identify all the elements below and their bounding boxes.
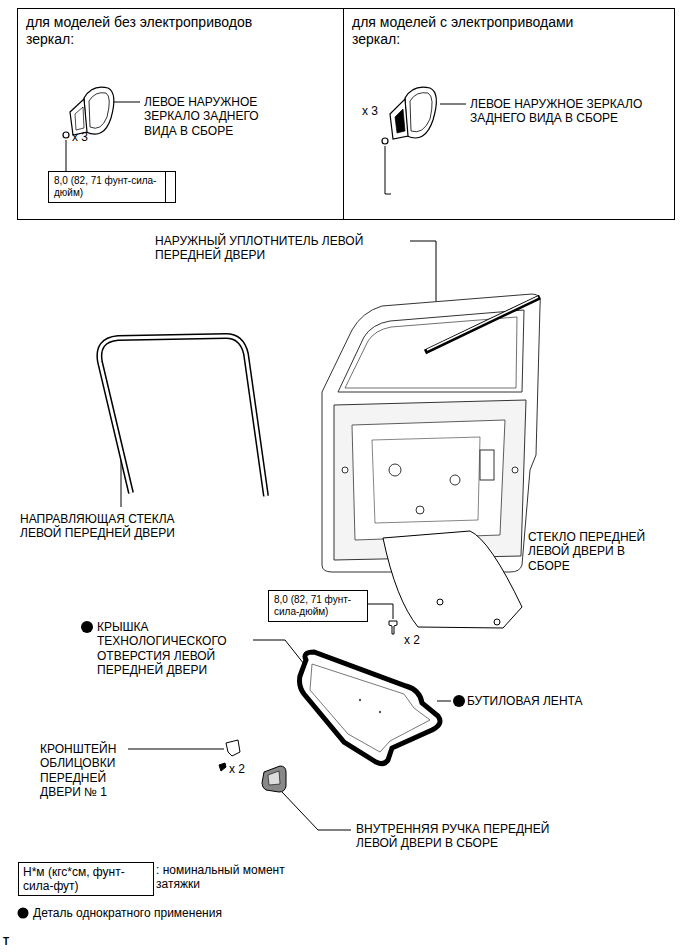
single-use-mark: [81, 621, 93, 633]
glass-bolt-hole: [437, 599, 443, 605]
part-name: НАРУЖНЫЙ УПЛОТНИТЕЛЬ ЛЕВОЙ ПЕРЕДНЕЙ ДВЕР…: [155, 234, 405, 263]
mirror-motor: [395, 109, 405, 133]
cover-mark: [379, 711, 381, 713]
weatherstrip: [425, 297, 540, 352]
panel-hole: [450, 475, 460, 485]
glass-run-inner: [99, 336, 266, 496]
handle-drawing: [262, 766, 286, 792]
leader-line: [437, 701, 451, 702]
mirror-drawing: [382, 87, 436, 144]
part-name: НАПРАВЛЯЮЩАЯ СТЕКЛА ЛЕВОЙ ПЕРЕДНЕЙ ДВЕРИ: [20, 512, 205, 541]
glass-drawing: [383, 531, 522, 634]
cover-drawing: [300, 652, 441, 764]
legend-torque-box: Н*м (кгс*см, фунт-сила-фут): номинальный…: [18, 862, 154, 896]
panel-hole: [512, 467, 518, 473]
door-outline: [322, 294, 540, 572]
door-drawing: [322, 294, 540, 572]
glass-bolt-hole: [494, 619, 500, 625]
panel-hole: [416, 506, 424, 514]
part-name: ЛЕВОЕ НАРУЖНОЕ ЗЕРКАЛО ЗАДНЕГО ВИДА В СБ…: [470, 97, 660, 126]
part-name: БУТИЛОВАЯ ЛЕНТА: [467, 694, 627, 708]
mirror-base: [70, 99, 87, 135]
quantity: x 2: [404, 633, 434, 647]
variant-heading: для моделей с электроприводами зеркал:: [352, 14, 597, 47]
quantity: x 2: [229, 762, 259, 776]
leader-line: [368, 604, 393, 619]
part-name: ВНУТРЕННЯЯ РУЧКА ПЕРЕДНЕЙ ЛЕВОЙ ДВЕРИ В …: [356, 822, 556, 851]
leader-line: [253, 640, 304, 664]
cover-inner-line: [310, 664, 430, 752]
leader-line: [385, 146, 391, 194]
bolt: [382, 138, 388, 144]
mirror-base: [390, 99, 408, 139]
variant-heading: для моделей без электроприводов зеркал:: [26, 14, 271, 47]
part-name: ЛЕВОЕ НАРУЖНОЕ ЗЕРКАЛО ЗАДНЕГО ВИДА В СБ…: [144, 95, 269, 138]
mirror-glass: [89, 93, 109, 129]
lock-area: [480, 450, 494, 480]
legend-single-use-mark: [18, 908, 29, 919]
mirror-housing: [84, 87, 114, 134]
service-hole-cover: [300, 652, 441, 764]
leader-line: [440, 104, 466, 105]
torque-value: 8,0 (82, 71 фунт-сила-дюйм): [54, 175, 160, 199]
panel-hole: [389, 464, 401, 476]
quantity: x 3: [362, 104, 392, 118]
weatherstrip-drawing: [425, 297, 540, 352]
torque-spec-box: 8,0 (82, 71 фунт-сила-дюйм): [48, 171, 166, 203]
door-glass: [383, 531, 522, 628]
panel-rib: [372, 437, 480, 523]
glass-run: [99, 336, 266, 496]
trim-bracket: [226, 740, 240, 756]
mirror-base-detail: [75, 107, 84, 130]
mirror-drawing: [63, 87, 114, 138]
cover-mark: [359, 699, 361, 701]
torque-value: 8,0 (82, 71 фунт-сила-дюйм): [274, 594, 362, 618]
glass-run-drawing: [99, 336, 266, 496]
screw: [219, 763, 226, 771]
torque-spec-box: 8,0 (82, 71 фунт-сила-дюйм): [268, 590, 368, 622]
single-use-mark: [453, 695, 465, 707]
bolt: [389, 621, 397, 634]
inside-handle: [262, 766, 286, 792]
legend-text: Деталь однократного применения: [33, 906, 333, 920]
part-name: КРЫШКА ТЕХНОЛОГИЧЕСКОГО ОТВЕРСТИЯ ЛЕВОЙ …: [97, 620, 249, 678]
legend-description: : номинальный момент затяжки: [156, 863, 286, 891]
leader-line: [128, 749, 224, 750]
leader-lines: [66, 102, 523, 830]
weatherstrip-inner: [427, 297, 538, 350]
quantity: x 3: [72, 130, 102, 144]
panel-hole: [342, 467, 348, 473]
window-frame-inner: [345, 317, 517, 388]
bolt: [63, 132, 69, 138]
mirror-glass: [410, 93, 432, 132]
part-name: КРОНШТЕЙН ОБЛИЦОВКИ ПЕРЕДНЕЙ ДВЕРИ № 1: [40, 742, 126, 800]
leader-line: [282, 792, 351, 830]
torque-units: Н*м (кгс*см, фунт-сила-фут): [23, 865, 149, 893]
mirror-housing: [405, 87, 436, 138]
service-opening: [352, 420, 505, 540]
handle-lever: [268, 771, 280, 785]
part-name: СТЕКЛО ПЕРЕДНЕЙ ЛЕВОЙ ДВЕРИ В СБОРЕ: [528, 530, 653, 573]
figure-code: T: [3, 936, 23, 948]
